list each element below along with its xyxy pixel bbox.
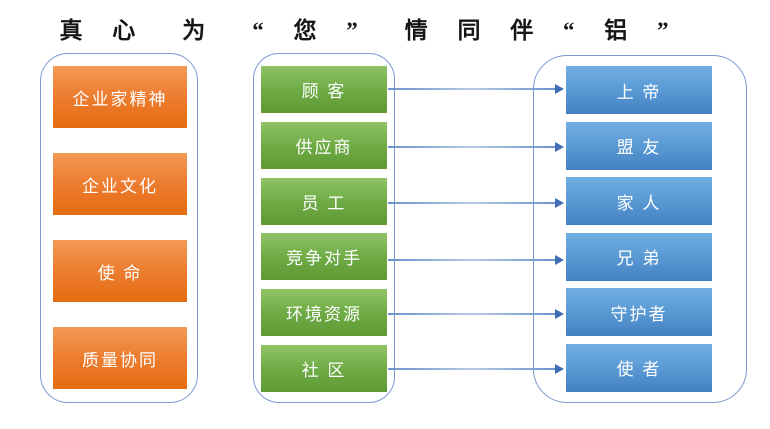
connector-arrow-employee-family bbox=[388, 198, 564, 208]
role-box-guardian: 守护者 bbox=[566, 288, 712, 337]
role-box-messenger: 使 者 bbox=[566, 343, 712, 392]
connector-arrow-competitor-brother bbox=[388, 255, 564, 265]
panel-stakeholders: 顾 客 供应商 员 工 竞争对手 环境资源 社 区 bbox=[253, 53, 395, 403]
connector-arrow-customer-god bbox=[388, 84, 564, 94]
value-box-mission: 使 命 bbox=[53, 240, 187, 302]
role-box-ally: 盟 友 bbox=[566, 121, 712, 170]
stakeholder-box-competitor: 竞争对手 bbox=[261, 233, 387, 281]
value-box-quality-synergy: 质量协同 bbox=[53, 327, 187, 389]
connector-arrow-supplier-ally bbox=[388, 142, 564, 152]
value-box-corporate-culture: 企业文化 bbox=[53, 153, 187, 215]
role-box-family: 家 人 bbox=[566, 177, 712, 226]
stakeholder-box-supplier: 供应商 bbox=[261, 121, 387, 169]
panel-core-values: 企业家精神 企业文化 使 命 质量协同 bbox=[40, 53, 198, 403]
connector-arrow-community-messenger bbox=[388, 364, 564, 374]
slide-title: 真 心 为 “ 您 ” 情 同 伴 “ 铝 ” bbox=[59, 18, 681, 43]
stakeholder-box-employee: 员 工 bbox=[261, 177, 387, 225]
stakeholder-box-environment: 环境资源 bbox=[261, 289, 387, 337]
connector-arrow-environment-guardian bbox=[388, 309, 564, 319]
stakeholder-box-community: 社 区 bbox=[261, 344, 387, 392]
panel-roles: 上 帝 盟 友 家 人 兄 弟 守护者 使 者 bbox=[533, 55, 747, 403]
role-box-brother: 兄 弟 bbox=[566, 232, 712, 281]
stakeholder-box-customer: 顾 客 bbox=[261, 66, 387, 113]
role-box-god: 上 帝 bbox=[566, 66, 712, 114]
value-box-entrepreneur-spirit: 企业家精神 bbox=[53, 66, 187, 128]
